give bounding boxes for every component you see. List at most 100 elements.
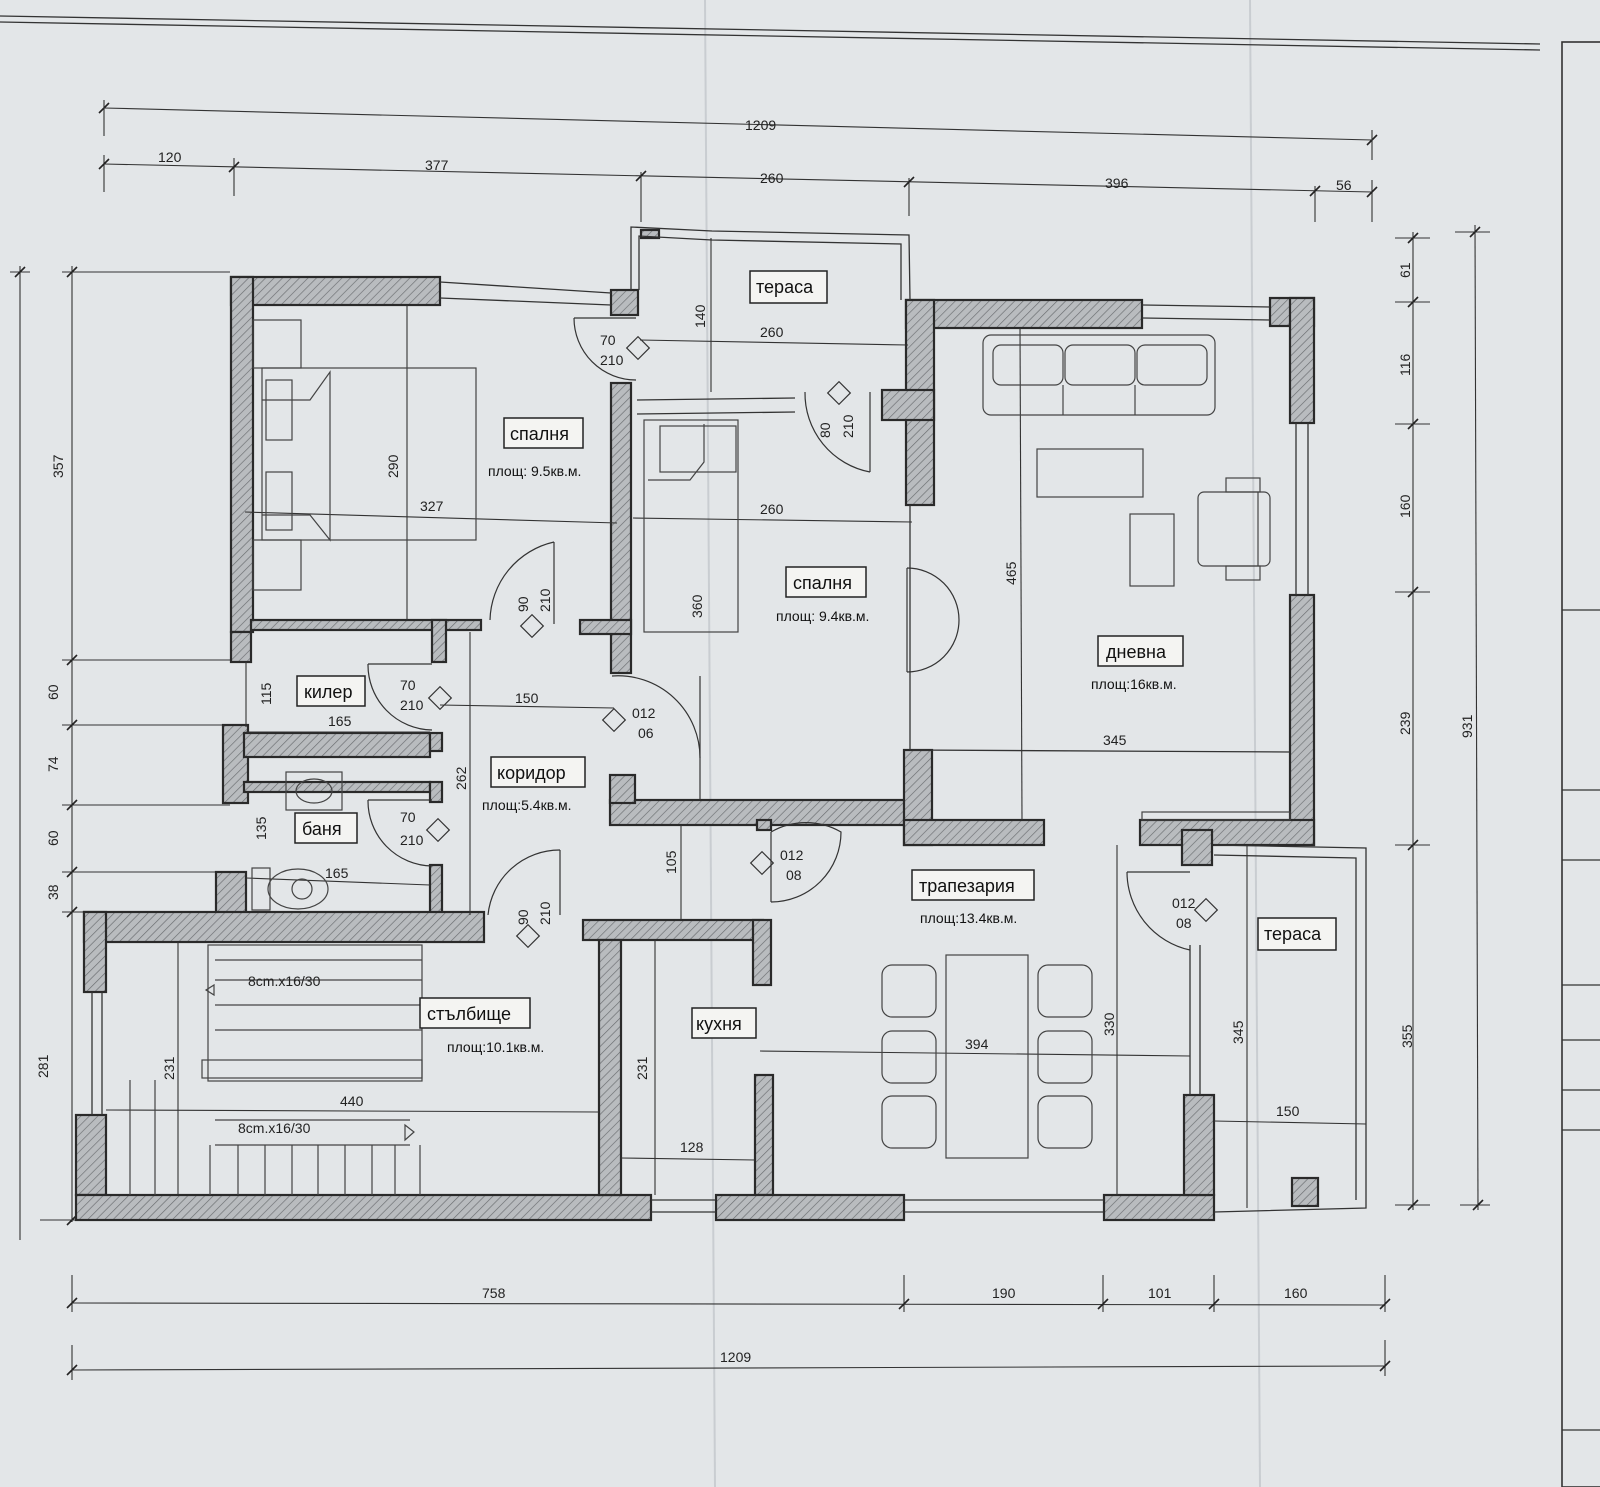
door-7-h: 08: [786, 867, 802, 883]
room-area: площ:13.4кв.м.: [920, 910, 1017, 926]
door-8-w: 90: [515, 909, 531, 925]
single-bed: [643, 419, 739, 633]
room-name: кухня: [696, 1014, 742, 1034]
title-block: [1561, 41, 1600, 1487]
right-dimensions: 61 116 160 239 355 931: [1395, 224, 1490, 1211]
side-table: [1129, 513, 1175, 587]
dim-top-seg-3: 260: [760, 170, 784, 186]
room-name: баня: [302, 819, 342, 839]
washbasin: [285, 771, 343, 811]
dim-right-seg-2: 116: [1397, 353, 1413, 376]
dim-right-seg-4: 239: [1397, 711, 1413, 735]
dim-top-seg-1: 120: [158, 149, 182, 165]
dining-chairs: [881, 964, 1093, 1149]
door-2-h: 210: [840, 414, 856, 438]
room-bedroom-2: спалня площ: 9.4кв.м.: [776, 566, 869, 624]
double-bed: [261, 367, 477, 541]
room-dining: трапезария площ:13.4кв.м.: [911, 869, 1035, 926]
dining-table: [945, 954, 1029, 1159]
stair-note-lower: 8cm.x16/30: [238, 1120, 311, 1136]
room-kitchen: кухня: [691, 1007, 757, 1039]
dim-left-lower: 281: [35, 1054, 51, 1078]
stair-note-upper: 8cm.x16/30: [248, 973, 321, 989]
bottom-dimensions: 758 190 101 160 1209: [66, 1275, 1391, 1380]
room-pantry: килер: [296, 675, 366, 707]
dim-top-seg-4: 396: [1105, 175, 1129, 191]
dim-dining-width: 394: [965, 1036, 989, 1052]
dim-top-total: 1209: [745, 117, 776, 133]
room-name: тераса: [756, 277, 814, 297]
furniture: 8cm.x16/30 8cm.x16/30: [129, 319, 1291, 1195]
room-bathroom: баня: [294, 812, 358, 844]
dim-right-seg-3: 160: [1397, 494, 1413, 518]
room-terrace-right: тераса: [1257, 917, 1337, 951]
room-name: спалня: [510, 424, 569, 444]
dim-bed2-depth: 360: [689, 594, 705, 618]
dim-left-seg-3: 60: [45, 830, 61, 846]
dim-corridor-height: 262: [453, 766, 469, 790]
door-3-w: 90: [515, 596, 531, 612]
dim-right-total: 931: [1459, 714, 1475, 738]
room-corridor: коридор площ:5.4кв.м.: [482, 756, 586, 813]
room-area: площ:10.1кв.м.: [447, 1039, 544, 1055]
outlines: [91, 226, 1367, 1213]
top-dimensions: 1209 120 377 260 396 56: [98, 100, 1378, 222]
door-6-w: 70: [400, 809, 416, 825]
room-name: дневна: [1106, 642, 1167, 662]
door-5-h: 06: [638, 725, 654, 741]
sheet-border: [0, 21, 1541, 51]
dim-kitchen-width: 128: [680, 1139, 704, 1155]
room-name: килер: [304, 682, 352, 702]
dim-kitchen-height: 231: [634, 1056, 650, 1080]
dim-stair-height: 231: [161, 1056, 177, 1080]
dim-bed1-width: 327: [420, 498, 444, 514]
dim-bath-height: 135: [253, 816, 269, 840]
dim-right-lower: 355: [1399, 1024, 1415, 1048]
dim-dining-height: 330: [1101, 1012, 1117, 1036]
door-9-w: 012: [1172, 895, 1196, 911]
sofa: [982, 334, 1216, 416]
door-6-h: 210: [400, 832, 424, 848]
room-area: площ: 9.5кв.м.: [488, 463, 581, 479]
room-terrace-top: тераса: [749, 270, 828, 304]
room-name: коридор: [497, 763, 566, 783]
dim-left-seg-2: 74: [45, 756, 61, 772]
room-area: площ: 9.4кв.м.: [776, 608, 869, 624]
room-staircase: стълбище площ:10.1кв.м.: [419, 997, 544, 1055]
dim-terrace2-height: 345: [1230, 1020, 1246, 1044]
door-2-w: 80: [817, 422, 833, 438]
dim-right-seg-1: 61: [1397, 262, 1413, 278]
dim-terrace2-width: 150: [1276, 1103, 1300, 1119]
dim-living-width: 345: [1103, 732, 1127, 748]
room-area: площ:5.4кв.м.: [482, 797, 572, 813]
dim-bottom-total: 1209: [720, 1349, 751, 1365]
dim-passage: 105: [663, 850, 679, 874]
dim-terrace-depth: 140: [692, 304, 708, 328]
dim-left-total: 357: [50, 454, 66, 478]
paper-fold: [1249, 0, 1261, 1487]
door-5-w: 012: [632, 705, 656, 721]
dim-bottom-seg-4: 160: [1284, 1285, 1308, 1301]
walls: [74, 228, 1316, 1222]
inner-dimensions: 140 260 290 327 260 360 465 345 115 165 …: [105, 238, 1367, 1208]
dim-bottom-seg-3: 101: [1148, 1285, 1172, 1301]
dim-stair-width: 440: [340, 1093, 364, 1109]
dim-bath-width: 165: [325, 865, 349, 881]
door-4-w: 70: [400, 677, 416, 693]
room-name: стълбище: [427, 1004, 511, 1024]
room-name: трапезария: [919, 876, 1015, 896]
door-3-h: 210: [537, 588, 553, 612]
door-1-w: 70: [600, 332, 616, 348]
room-name: спалня: [793, 573, 852, 593]
room-labels: тераса спалня площ: 9.5кв.м. спалня площ…: [294, 270, 1337, 1055]
dim-top-seg-5: 56: [1336, 177, 1352, 193]
dim-left-seg-4: 38: [45, 884, 61, 900]
dim-bed2-width: 260: [760, 501, 784, 517]
toilet: [251, 867, 329, 911]
door-8-h: 210: [537, 901, 553, 925]
room-bedroom-1: спалня площ: 9.5кв.м.: [488, 417, 584, 479]
doors: 70 210 80 210 90 210 70 210 012 06 70 21…: [367, 317, 1219, 951]
dim-bottom-seg-2: 190: [992, 1285, 1016, 1301]
dim-bottom-seg-1: 758: [482, 1285, 506, 1301]
